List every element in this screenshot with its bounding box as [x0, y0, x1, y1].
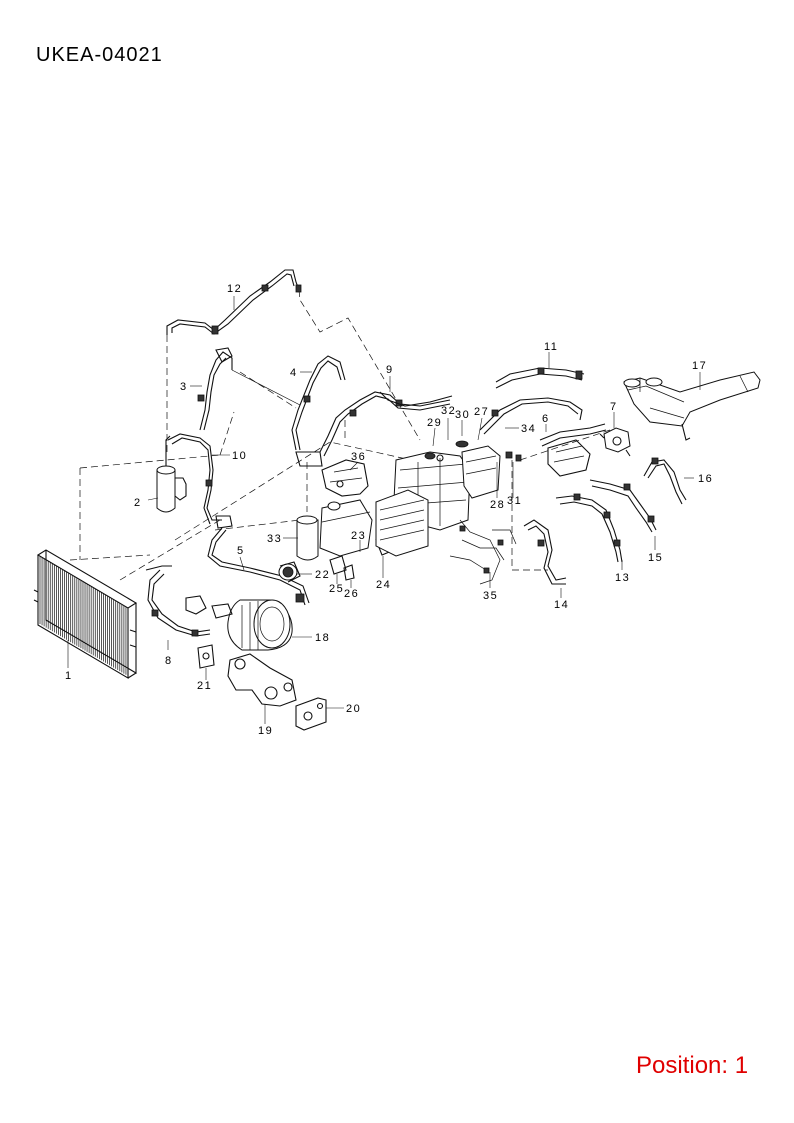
compressor-part — [185, 595, 293, 651]
hose-10-part — [167, 433, 233, 529]
bracket-36-part — [321, 459, 369, 497]
callout-12: 12 — [227, 283, 242, 295]
callout-25: 25 — [329, 583, 344, 595]
callout-19: 19 — [258, 725, 273, 737]
callout-21: 21 — [197, 680, 212, 692]
pipe-16-part — [643, 457, 687, 505]
callout-32: 32 — [441, 405, 456, 417]
accumulator-33-part — [296, 515, 319, 561]
condenser-part — [33, 549, 138, 679]
callout-26: 26 — [344, 588, 359, 600]
pipe-15-part — [589, 479, 657, 533]
callout-36: 36 — [351, 451, 366, 463]
callout-35: 35 — [483, 590, 498, 602]
hose-9-part — [379, 391, 453, 407]
hose-3-part — [197, 347, 301, 431]
callout-33: 33 — [267, 533, 282, 545]
wiring-harness-35-part — [449, 519, 517, 585]
callout-8: 8 — [165, 655, 173, 667]
bracket-19-part — [227, 653, 297, 707]
tank-23-part — [319, 499, 373, 557]
callout-7: 7 — [610, 401, 618, 413]
diagram-code-title: UKEA-04021 — [36, 44, 163, 66]
callout-23: 23 — [351, 530, 366, 542]
part-25-26 — [329, 555, 355, 581]
callout-29: 29 — [427, 417, 442, 429]
callout-13: 13 — [615, 572, 630, 584]
bracket-20-part — [295, 697, 327, 731]
callout-14: 14 — [554, 599, 569, 611]
callout-20: 20 — [346, 703, 361, 715]
callout-24: 24 — [376, 579, 391, 591]
callout-6: 6 — [542, 413, 550, 425]
callout-9: 9 — [386, 364, 394, 376]
position-indicator: Position: 1 — [636, 1052, 749, 1079]
receiver-drier-part — [156, 435, 187, 513]
callout-11: 11 — [544, 341, 558, 353]
callout-27: 27 — [474, 406, 489, 418]
hose-11-part — [495, 367, 585, 389]
hose-5-part — [207, 527, 310, 606]
callout-34: 34 — [521, 423, 536, 435]
callout-28: 28 — [490, 499, 505, 511]
hose-12-part — [166, 269, 302, 335]
valve-7-part — [599, 427, 631, 457]
callout-2: 2 — [134, 497, 142, 509]
callout-18: 18 — [315, 632, 330, 644]
blower-motor-22-part — [278, 561, 301, 583]
callout-30: 30 — [455, 409, 470, 421]
callout-15: 15 — [648, 552, 663, 564]
leader-lines — [67, 296, 701, 724]
hose-8-part — [145, 565, 211, 637]
callout-4: 4 — [290, 367, 298, 379]
callout-10: 10 — [232, 450, 247, 462]
callout-5: 5 — [237, 545, 245, 557]
callout-22: 22 — [315, 569, 330, 581]
callout-31: 31 — [507, 495, 522, 507]
callout-16: 16 — [698, 473, 713, 485]
callout-3: 3 — [180, 381, 188, 393]
callout-1: 1 — [65, 670, 73, 682]
duct-17-part — [623, 371, 761, 441]
hvac-housing-part — [375, 440, 522, 557]
pipe-14-part — [523, 519, 567, 585]
callout-17: 17 — [692, 360, 707, 372]
bracket-21-part — [197, 644, 215, 669]
hose-6-part — [479, 397, 607, 477]
pipe-13-part — [555, 493, 623, 563]
callout-labels: 1 2 3 4 5 6 7 8 9 10 11 12 13 14 15 16 1… — [65, 283, 713, 737]
assembly-guide-lines — [69, 289, 611, 581]
hose-4-part — [291, 355, 451, 467]
